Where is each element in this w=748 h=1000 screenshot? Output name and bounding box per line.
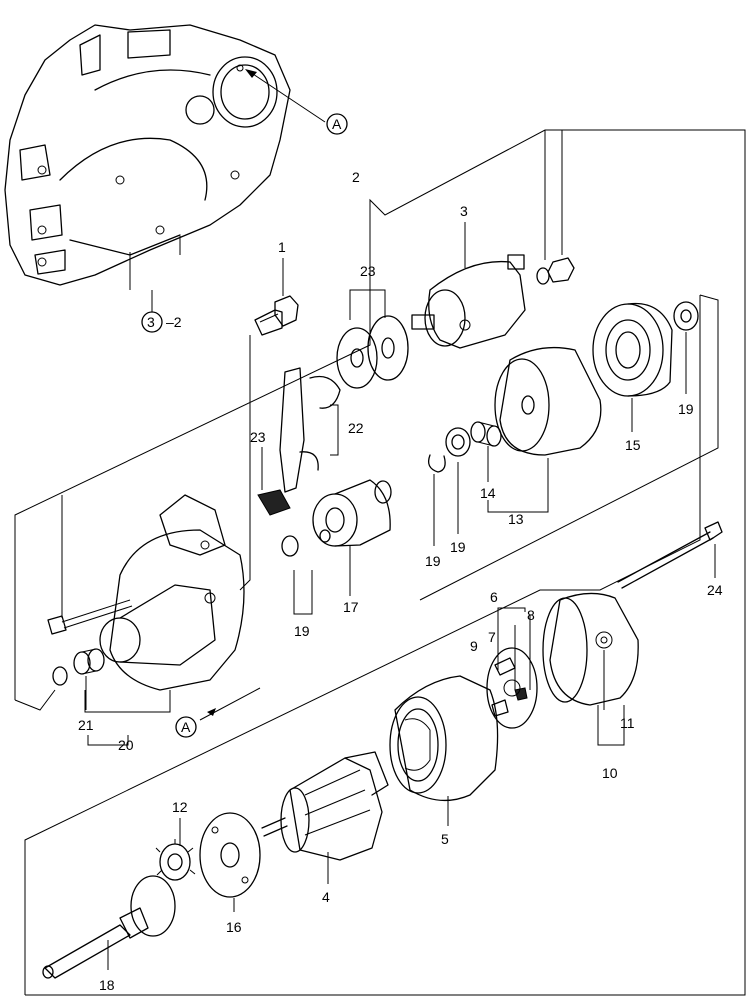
callout-19-right: 19 — [678, 401, 694, 417]
ref-a-bottom-circle — [175, 716, 197, 738]
callout-6: 6 — [490, 589, 498, 605]
callout-13: 13 — [508, 511, 524, 527]
part-washer-21 — [52, 666, 68, 686]
callout-7: 7 — [488, 629, 496, 645]
part-gear-12 — [155, 839, 196, 881]
part-washer-19-right-hole — [680, 309, 692, 323]
part-spacers-23 — [336, 315, 409, 389]
callout-24: 24 — [707, 582, 723, 598]
leader-bolt-1-down — [239, 335, 251, 591]
callout-14: 14 — [480, 485, 496, 501]
callout-21: 21 — [78, 717, 94, 733]
callout-4: 4 — [322, 889, 330, 905]
leader-13 — [487, 458, 549, 513]
part-through-bolt-24 — [617, 521, 723, 589]
part-ring-19-pinion — [281, 535, 299, 557]
arrow-a-top-icon — [245, 69, 257, 78]
part-ring-small — [319, 529, 331, 543]
callout-3: 3 — [460, 203, 468, 219]
part-snap-ring-19 — [427, 454, 446, 473]
callout-5: 5 — [441, 831, 449, 847]
callout-23-top: 23 — [360, 263, 376, 279]
part-pinion-17 — [312, 479, 392, 547]
part-lever-22 — [279, 367, 341, 493]
part-bushing-14 — [470, 421, 502, 447]
callout-12: 12 — [172, 799, 188, 815]
part-solenoid-3 — [411, 254, 526, 349]
part-washer-19-right — [673, 301, 699, 331]
leader-20-bracket — [87, 735, 129, 746]
callout-19-mid: 19 — [450, 539, 466, 555]
flywheel-housing — [4, 24, 291, 290]
callout-22: 22 — [348, 420, 364, 436]
part-front-housing-20 — [99, 494, 245, 691]
part-bushing-21 — [73, 648, 105, 675]
leader-a-top — [249, 71, 326, 123]
leader-20 — [84, 690, 171, 713]
callout-19-pinion: 19 — [294, 623, 310, 639]
callout-9: 9 — [470, 638, 478, 654]
solenoid-nut — [547, 257, 575, 283]
part-yoke-13 — [494, 346, 602, 456]
ref-housing-number: 3 — [147, 314, 155, 330]
ref-housing-circle — [141, 311, 163, 333]
arrow-a-bottom-icon — [207, 708, 216, 716]
leader-22 — [330, 404, 339, 456]
part-washer-19 — [445, 427, 471, 457]
part-gear-housing-15 — [592, 302, 673, 397]
callout-2: 2 — [352, 169, 360, 185]
callout-8: 8 — [527, 607, 535, 623]
callout-23-low: 23 — [250, 429, 266, 445]
part-housing-bolt — [47, 599, 133, 635]
callout-16: 16 — [226, 919, 242, 935]
assembly-frame — [14, 129, 746, 996]
part-plate-16 — [199, 812, 261, 898]
callout-19-left: 19 — [425, 553, 441, 569]
part-washer-19-hole — [451, 434, 465, 450]
callout-18: 18 — [99, 977, 115, 993]
ref-a-top: A — [332, 116, 342, 132]
callout-15: 15 — [625, 437, 641, 453]
part-shaft-18 — [42, 875, 176, 979]
part-bolt-1 — [254, 295, 299, 336]
leader-6 — [497, 607, 526, 612]
ref-a-top-circle — [326, 113, 348, 135]
leader-a-bottom — [199, 687, 261, 721]
callout-1: 1 — [278, 239, 286, 255]
callout-17: 17 — [343, 599, 359, 615]
callout-10: 10 — [602, 765, 618, 781]
solenoid-washer — [536, 267, 550, 285]
ref-a-bottom: A — [181, 719, 191, 735]
leader-19-pinion — [293, 570, 313, 615]
part-rear-cover-10 — [542, 592, 639, 706]
part-plate-23 — [257, 489, 291, 516]
part-field-yoke-5 — [389, 675, 499, 802]
ref-housing-suffix: –2 — [166, 314, 182, 330]
leader-23-top — [349, 289, 386, 320]
part-armature-4 — [261, 751, 389, 861]
leader-10 — [597, 705, 625, 746]
callout-11: 11 — [620, 715, 635, 731]
